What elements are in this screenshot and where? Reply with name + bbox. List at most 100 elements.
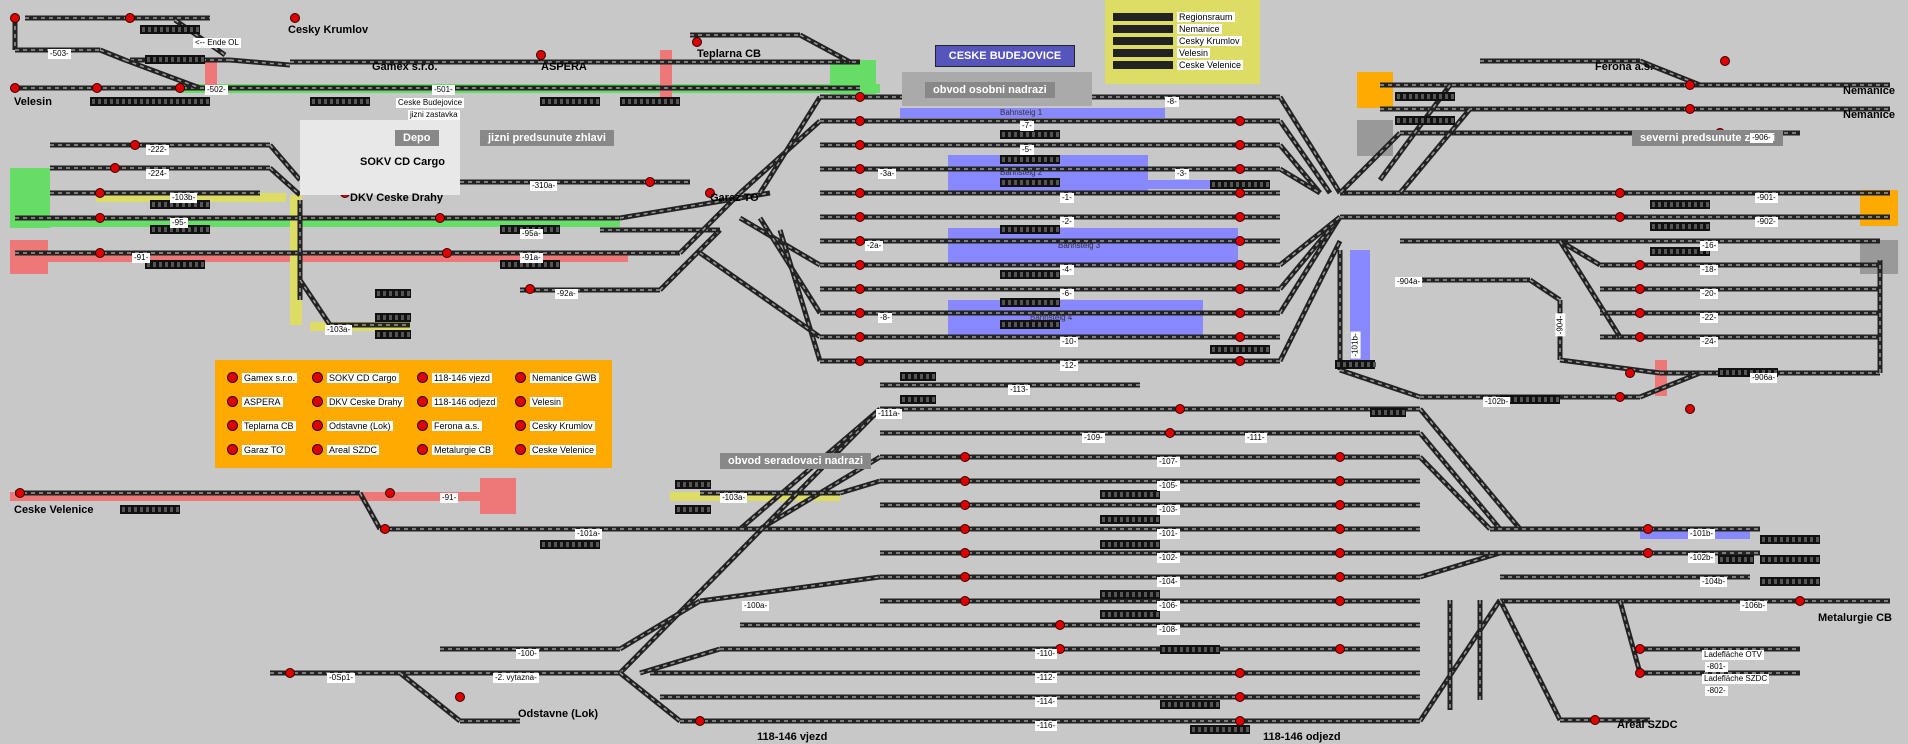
station-odstavne[interactable]: Odstavne (Lok): [518, 708, 599, 720]
region-legend-item[interactable]: Ceske Velenice: [1113, 60, 1244, 70]
track-label[interactable]: -105-: [1157, 481, 1180, 491]
signal-icon[interactable]: [695, 716, 705, 726]
station-odjezd[interactable]: 118-146 odjezd: [1263, 731, 1341, 743]
track-label[interactable]: -906-: [1750, 133, 1773, 143]
track-label[interactable]: -91-: [440, 493, 459, 503]
signal-icon[interactable]: [92, 83, 102, 93]
signal-icon[interactable]: [1165, 428, 1175, 438]
signal-icon[interactable]: [960, 572, 970, 582]
signal-icon[interactable]: [705, 188, 715, 198]
station-ferona[interactable]: Ferona a.s.: [1595, 61, 1654, 73]
signal-icon[interactable]: [960, 524, 970, 534]
track-label[interactable]: -310a-: [530, 181, 558, 191]
signal-icon[interactable]: [1335, 476, 1345, 486]
track-label[interactable]: -116-: [1035, 721, 1058, 731]
track-label[interactable]: -102-: [1157, 553, 1180, 563]
signal-icon[interactable]: [1635, 260, 1645, 270]
signal-icon[interactable]: [855, 260, 865, 270]
station-aspera[interactable]: ASPERA: [541, 61, 587, 73]
signal-icon[interactable]: [1335, 596, 1345, 606]
track-label[interactable]: -7-: [1020, 121, 1034, 131]
track-label[interactable]: -106b-: [1740, 601, 1768, 611]
signal-icon[interactable]: [1625, 368, 1635, 378]
signal-icon[interactable]: [1235, 164, 1245, 174]
signal-icon[interactable]: [285, 668, 295, 678]
station-teplarna[interactable]: Teplarna CB: [697, 48, 761, 60]
signal-icon[interactable]: [1335, 524, 1345, 534]
region-legend-item[interactable]: Velesin: [1113, 48, 1211, 58]
station-ceske-velenice[interactable]: Ceske Velenice: [14, 504, 94, 516]
signal-icon[interactable]: [1055, 620, 1065, 630]
signal-icon[interactable]: [1635, 332, 1645, 342]
signal-legend-item[interactable]: ASPERA: [227, 396, 283, 407]
signal-legend-item[interactable]: Cesky Krumlov: [515, 420, 595, 431]
track-label[interactable]: -112-: [1035, 673, 1058, 683]
track-label[interactable]: -103b-: [170, 193, 198, 203]
track-label[interactable]: -101b-: [1688, 529, 1716, 539]
station-ladeflache-szdc[interactable]: Ladefläche SZDC: [1702, 674, 1770, 684]
signal-icon[interactable]: [855, 92, 865, 102]
signal-icon[interactable]: [1235, 668, 1245, 678]
signal-icon[interactable]: [1643, 548, 1653, 558]
signal-icon[interactable]: [95, 248, 105, 258]
signal-icon[interactable]: [1615, 212, 1625, 222]
signal-legend-item[interactable]: DKV Ceske Drahy: [312, 396, 405, 407]
area-seradovaci-title[interactable]: obvod seradovaci nadrazi: [720, 453, 872, 469]
track-label[interactable]: -104-: [1157, 577, 1180, 587]
station-gamex[interactable]: Gamex s.r.o.: [372, 61, 438, 73]
track-label[interactable]: -20-: [1700, 289, 1719, 299]
signal-icon[interactable]: [1635, 668, 1645, 678]
station-metalurgie[interactable]: Metalurgie CB: [1818, 612, 1892, 624]
track-label[interactable]: -502-: [205, 85, 228, 95]
track-label[interactable]: -92a-: [555, 289, 578, 299]
signal-icon[interactable]: [125, 13, 135, 23]
signal-legend-item[interactable]: Ferona a.s.: [417, 420, 482, 431]
station-sokv[interactable]: SOKV CD Cargo: [360, 156, 445, 168]
track-label[interactable]: -16-: [1700, 241, 1719, 251]
signal-icon[interactable]: [442, 248, 452, 258]
track-segment[interactable]: [1278, 166, 1322, 196]
signal-icon[interactable]: [290, 13, 300, 23]
signal-icon[interactable]: [1235, 692, 1245, 702]
signal-icon[interactable]: [1235, 716, 1245, 726]
station-nemanice-2[interactable]: Nemanice: [1843, 109, 1895, 121]
signal-icon[interactable]: [855, 212, 865, 222]
region-legend-item[interactable]: Nemanice: [1113, 24, 1222, 34]
signal-icon[interactable]: [855, 236, 865, 246]
track-label[interactable]: -2. vytazna-: [493, 673, 539, 683]
signal-icon[interactable]: [1635, 284, 1645, 294]
signal-icon[interactable]: [855, 140, 865, 150]
signal-icon[interactable]: [1685, 104, 1695, 114]
track-label[interactable]: -5-: [1020, 145, 1034, 155]
signal-legend-item[interactable]: 118-146 vjezd: [417, 372, 492, 383]
signal-icon[interactable]: [95, 213, 105, 223]
station-nemanice-1[interactable]: Nemanice: [1843, 85, 1895, 97]
signal-icon[interactable]: [855, 284, 865, 294]
track-label[interactable]: -902-: [1755, 217, 1778, 227]
signal-icon[interactable]: [1235, 308, 1245, 318]
track-label[interactable]: -503-: [48, 49, 71, 59]
signal-icon[interactable]: [1335, 548, 1345, 558]
station-velesin[interactable]: Velesin: [14, 96, 52, 108]
track-label[interactable]: -95-: [170, 218, 189, 228]
signal-icon[interactable]: [1235, 188, 1245, 198]
track-label[interactable]: -103a-: [720, 493, 748, 503]
signal-icon[interactable]: [1335, 644, 1345, 654]
signal-icon[interactable]: [1175, 404, 1185, 414]
track-label[interactable]: -110-: [1035, 649, 1058, 659]
area-severni-title[interactable]: severni predsunute zhlavi: [1632, 130, 1784, 146]
signal-legend-item[interactable]: Metalurgie CB: [417, 444, 494, 455]
signal-icon[interactable]: [1335, 452, 1345, 462]
track-label[interactable]: -3a-: [878, 169, 897, 179]
track-label[interactable]: -111-: [1245, 433, 1267, 443]
signal-icon[interactable]: [1235, 332, 1245, 342]
signal-legend-item[interactable]: Teplarna CB: [227, 420, 296, 431]
track-label[interactable]: -2a-: [865, 241, 884, 251]
signal-icon[interactable]: [1685, 404, 1695, 414]
track-label[interactable]: -906a-: [1750, 373, 1778, 383]
track-segment[interactable]: [1558, 238, 1602, 268]
track-label[interactable]: -18-: [1700, 265, 1719, 275]
area-jizni-title[interactable]: jizni predsunute zhlavi: [480, 130, 614, 146]
track-segment[interactable]: [268, 143, 302, 182]
signal-icon[interactable]: [385, 488, 395, 498]
